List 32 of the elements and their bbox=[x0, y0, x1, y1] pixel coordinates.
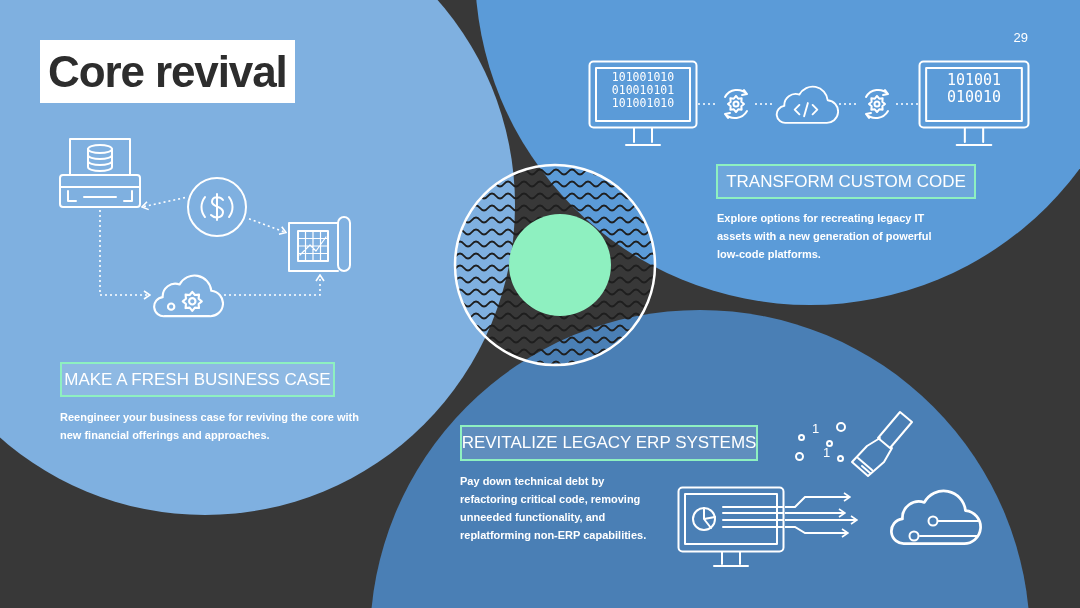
dotted-connector bbox=[754, 103, 774, 105]
binary-text: 101001 010010 bbox=[945, 72, 1003, 107]
ribbon-banner bbox=[460, 425, 758, 461]
section-heading: TRANSFORM CUSTOM CODE bbox=[726, 170, 966, 193]
arrow bbox=[784, 492, 851, 508]
arrow bbox=[223, 274, 325, 296]
section-heading: REVITALIZE LEGACY ERP SYSTEMS bbox=[461, 432, 757, 454]
ribbon-banner bbox=[716, 164, 976, 199]
dollar-coin-icon bbox=[185, 175, 249, 239]
server-icon bbox=[58, 135, 142, 210]
dotted-connector bbox=[697, 103, 718, 105]
monitor-pie-chart-icon bbox=[677, 486, 785, 568]
page-number: 29 bbox=[1013, 29, 1028, 47]
digit-text: 1 bbox=[812, 422, 820, 435]
dotted-connector bbox=[838, 103, 859, 105]
arrow bbox=[248, 218, 287, 235]
arrow bbox=[784, 508, 846, 518]
arrow bbox=[99, 209, 151, 300]
dotted-connector bbox=[895, 103, 919, 105]
arrow bbox=[784, 526, 849, 538]
description-text: Pay down technical debt by refactoring critical code, removing unneeded functionality, and replatforming non-ERP capabilities. bbox=[460, 474, 648, 543]
cloud-code-icon bbox=[773, 83, 839, 125]
title: Core revival bbox=[40, 40, 295, 103]
section-heading: MAKE A FRESH BUSINESS CASE bbox=[64, 368, 331, 391]
ribbon-banner bbox=[60, 362, 335, 397]
arrow bbox=[141, 196, 186, 211]
chart-scroll-icon bbox=[286, 215, 354, 275]
digit-text: 1 bbox=[823, 446, 831, 459]
binary-text: 101001010 010010101 101001010 bbox=[610, 71, 676, 111]
description-text: Reengineer your business case for reviving the core with new financial offerings and approaches. bbox=[60, 410, 360, 443]
description-text: Explore options for recreating legacy IT assets with a new generation of powerful low-code platforms. bbox=[717, 211, 932, 262]
arrow bbox=[784, 515, 858, 525]
